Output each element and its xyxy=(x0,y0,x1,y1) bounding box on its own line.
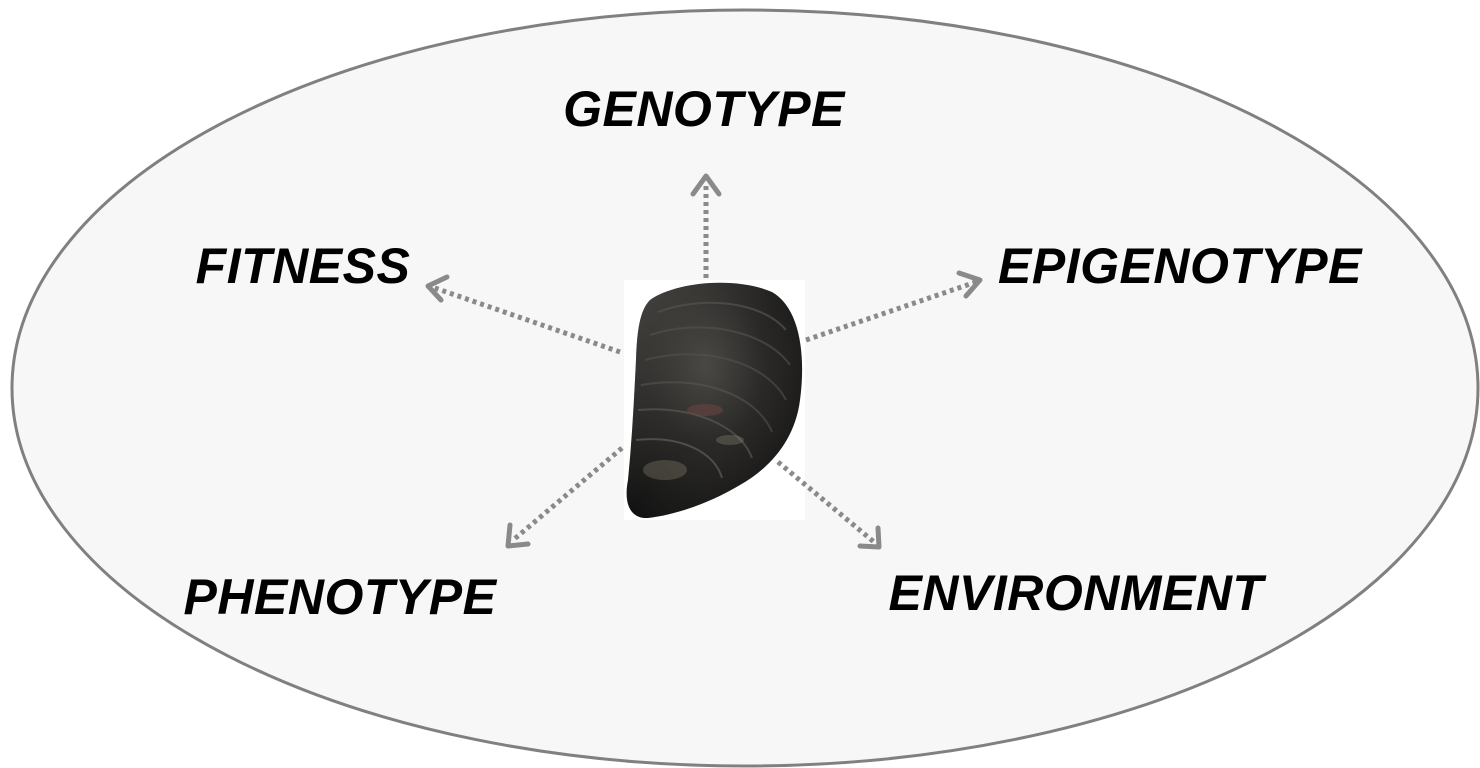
epigenotype-label: EPIGENOTYPE xyxy=(998,238,1363,294)
phenotype-label: PHENOTYPE xyxy=(184,569,498,625)
fitness-label: FITNESS xyxy=(196,238,411,294)
genotype-label: GENOTYPE xyxy=(563,81,846,137)
environment-label: ENVIRONMENT xyxy=(889,565,1268,621)
